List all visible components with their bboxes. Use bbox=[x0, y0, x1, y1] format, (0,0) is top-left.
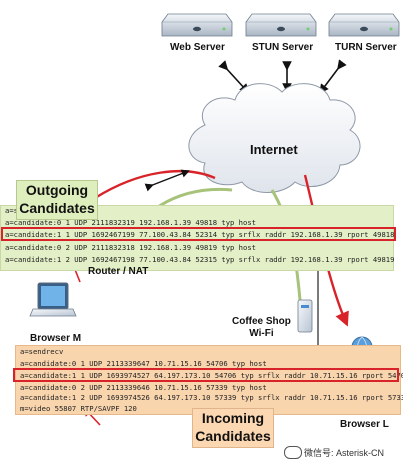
outgoing-line-2: a=candidate:1 1 UDP 1692467199 77.100.43… bbox=[5, 230, 395, 239]
coffee-shop-line2: Wi-Fi bbox=[249, 328, 274, 339]
outgoing-title-line1: Outgoing bbox=[25, 182, 89, 198]
incoming-title-line1: Incoming bbox=[201, 410, 265, 426]
internet-label: Internet bbox=[250, 142, 298, 157]
incoming-title-line2: Candidates bbox=[195, 428, 271, 444]
turn-server-arrow bbox=[319, 59, 347, 94]
incoming-line-4: a=candidate:1 2 UDP 1693974526 64.197.17… bbox=[20, 393, 403, 402]
stun-server-label: STUN Server bbox=[252, 42, 314, 53]
outgoing-line-1: a=candidate:0 1 UDP 2111832319 192.168.1… bbox=[5, 218, 256, 227]
coffee-shop-label: Coffee Shop Wi-Fi bbox=[232, 316, 291, 340]
turn-server-label: TURN Server bbox=[335, 42, 397, 53]
browser-l-label: Browser L bbox=[340, 419, 389, 430]
router-cloud-arrow bbox=[144, 169, 190, 192]
outgoing-candidates-callout: Outgoing Candidates bbox=[16, 180, 98, 220]
outgoing-title-line2: Candidates bbox=[19, 200, 95, 216]
web-server-label: Web Server bbox=[170, 42, 225, 53]
watermark-text: 微信号: Asterisk-CN bbox=[304, 448, 385, 458]
outgoing-highlight-box bbox=[1, 227, 396, 241]
coffee-shop-line1: Coffee Shop bbox=[232, 316, 291, 327]
coffee-shop-wifi-icon bbox=[297, 299, 313, 333]
web-server-icon bbox=[161, 13, 233, 37]
incoming-line-1: a=candidate:0 1 UDP 2113339647 10.71.15.… bbox=[20, 359, 267, 368]
router-label: Router / NAT bbox=[88, 266, 149, 277]
wechat-icon bbox=[284, 446, 302, 459]
turn-server-icon bbox=[328, 13, 400, 37]
incoming-highlight-box bbox=[13, 368, 399, 382]
internet-cloud bbox=[188, 83, 361, 193]
outgoing-line-3: a=candidate:0 2 UDP 2111832318 192.168.1… bbox=[5, 243, 256, 252]
browser-m-label: Browser M bbox=[30, 333, 82, 344]
stun-server-icon bbox=[245, 13, 317, 37]
incoming-line-0: a=sendrecv bbox=[20, 347, 64, 356]
incoming-line-5: m=video 55807 RTP/SAVPF 120 bbox=[20, 404, 137, 413]
outgoing-line-4: a=candidate:1 2 UDP 1692467198 77.100.43… bbox=[5, 255, 395, 264]
incoming-line-2: a=candidate:1 1 UDP 1693974527 64.197.17… bbox=[20, 371, 403, 380]
incoming-line-3: a=candidate:0 2 UDP 2113339646 10.71.15.… bbox=[20, 383, 267, 392]
outgoing-candidates-panel: a=sendrecv a=candidate:0 1 UDP 211183231… bbox=[0, 205, 394, 271]
web-server-arrow bbox=[218, 60, 250, 94]
incoming-candidates-callout: Incoming Candidates bbox=[192, 408, 274, 448]
browser-m-laptop-icon bbox=[29, 282, 77, 317]
